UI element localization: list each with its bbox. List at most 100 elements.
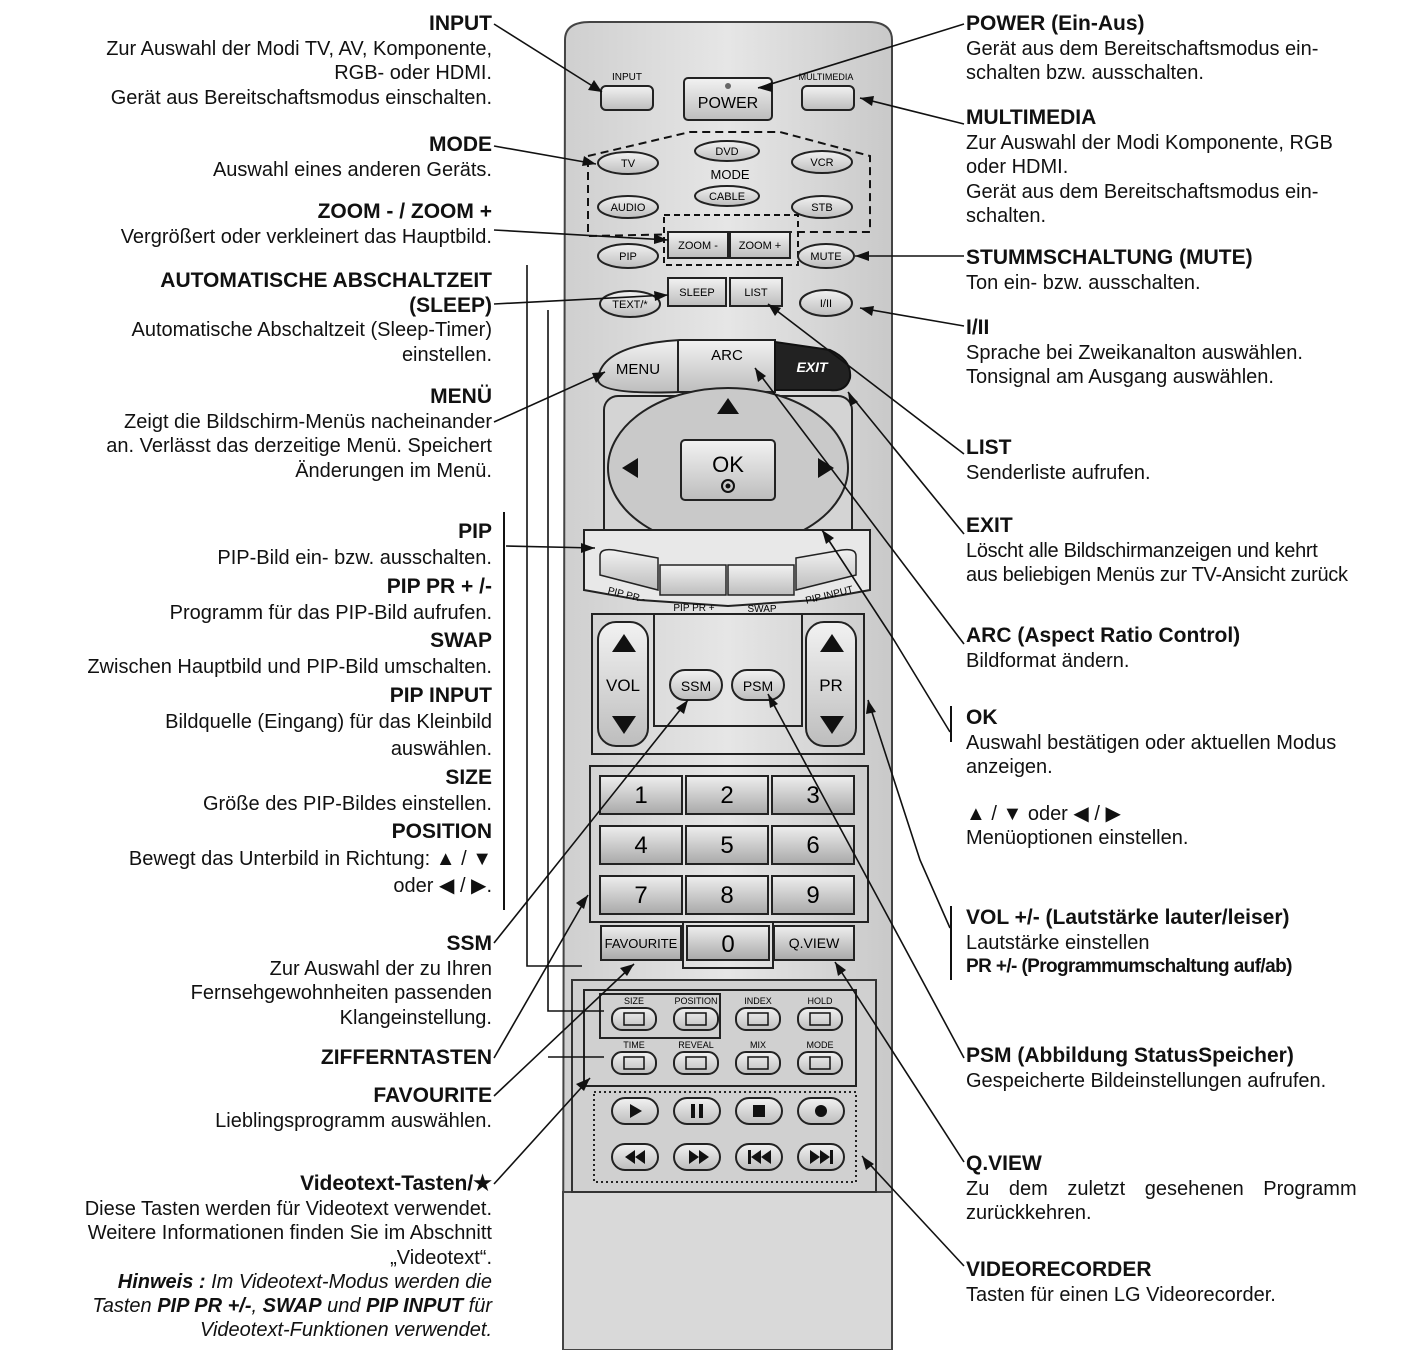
digit-0-button[interactable]: 0 [686,925,770,961]
play-button[interactable] [611,1097,659,1125]
audio-button[interactable]: AUDIO [597,195,659,219]
teletext-reveal-button[interactable]: REVEAL [673,1040,719,1075]
i-ii-button[interactable]: I/II [799,289,853,317]
pippr-title: PIP PR + /- [386,574,492,598]
digit-3-button[interactable]: 3 [771,775,855,815]
size-desc: Größe des PIP-Bildes einstellen. [202,792,492,815]
digit-6-button[interactable]: 6 [771,825,855,865]
record-button[interactable] [797,1097,845,1125]
up-arrow-icon[interactable] [717,398,739,414]
teletext-index-button[interactable]: INDEX [735,996,781,1031]
menu-button[interactable]: MENU [616,361,660,378]
swap-button[interactable]: SWAP [727,564,795,615]
zoom-title: ZOOM - / ZOOM + [317,200,492,223]
mute-button[interactable]: MUTE [797,243,855,269]
sleep-label: SLEEP [679,287,714,299]
right-arrow-icon[interactable] [818,458,834,478]
teletext-time-label: TIME [623,1040,645,1050]
left-arrow-icon[interactable] [622,458,638,478]
zoom-annotation: ZOOM - / ZOOM + Vergrößert oder verklein… [2,200,492,249]
play-icon [630,1104,642,1118]
digit-9-button[interactable]: 9 [771,875,855,915]
vol-rocker[interactable]: VOL [597,621,649,747]
digit-5-button[interactable]: 5 [685,825,769,865]
note-e: für Videotext-Funktionen verwendet. [199,1295,492,1341]
teletext-hold-label: HOLD [807,996,833,1006]
power-button[interactable]: POWER [683,77,773,121]
teletext-size-button[interactable]: SIZE [611,996,657,1031]
exit-button[interactable]: EXIT [774,340,852,392]
vcr-button[interactable]: VCR [791,150,853,174]
psm-desc: Gespeicherte Bildeinstellungen aufrufen. [966,1069,1327,1092]
stb-label: STB [811,202,832,214]
digit-4-button[interactable]: 4 [599,825,683,865]
note-b3: PIP INPUT [366,1295,464,1317]
teletext-position-button[interactable]: POSITION [673,996,719,1031]
vol-label: VOL [606,676,640,695]
tv-button[interactable]: TV [597,151,659,175]
i-ii-label: I/II [820,298,832,310]
dvd-button[interactable]: DVD [694,140,760,162]
psm-title: PSM (Abbildung StatusSpeicher) [966,1044,1294,1067]
teletext-hold-button[interactable]: HOLD [797,996,843,1031]
zoom-minus-label: ZOOM - [678,240,718,252]
text-button[interactable]: TEXT/* [599,290,661,318]
pip-button[interactable]: PIP [597,243,659,269]
digit-8-button[interactable]: 8 [685,875,769,915]
stop-button[interactable] [735,1097,783,1125]
psm-button[interactable]: PSM [731,669,785,701]
dvd-label: DVD [715,146,738,158]
zoom-plus-label: ZOOM + [739,240,781,252]
cable-button[interactable]: CABLE [694,185,760,207]
teletext-page-icon [623,1012,645,1026]
digit-7-label: 7 [634,882,647,909]
power-desc: Gerät aus dem Bereitschaftsmodus ein- sc… [966,37,1319,85]
zoom-plus-button[interactable]: ZOOM + [729,231,791,259]
rewind-button[interactable] [611,1143,659,1171]
teletext-mode-button[interactable]: MODE [797,1040,843,1075]
videotext-note: Hinweis : Im Videotext-Modus werden die … [0,1270,492,1342]
power-title: POWER (Ein-Aus) [966,12,1145,35]
vcr-area [593,1091,857,1183]
teletext-reveal-label: REVEAL [678,1040,714,1050]
input-button[interactable]: INPUT [600,72,654,111]
digit-1-button[interactable]: 1 [599,775,683,815]
ok-button[interactable]: OK [680,439,776,501]
pip-title: PIP [458,520,492,543]
stb-button[interactable]: STB [791,195,853,219]
teletext-time-button[interactable]: TIME [611,1040,657,1075]
skip-back-button[interactable] [735,1143,783,1171]
arc-button[interactable]: ARC [711,347,743,364]
i-ii-title: I/II [966,316,990,339]
cable-label: CABLE [709,191,745,203]
mute-desc: Ton ein- bzw. ausschalten. [966,271,1201,294]
digit-2-button[interactable]: 2 [685,775,769,815]
videotext-title: Videotext-Tasten/★ [300,1172,492,1195]
remote-bottom [562,1191,893,1350]
sleep-button[interactable]: SLEEP [667,277,727,307]
swap-desc: Zwischen Hauptbild und PIP-Bild umschalt… [87,656,492,679]
fast-forward-button[interactable] [673,1143,721,1171]
pr-rocker[interactable]: PR [805,621,857,747]
qview-button[interactable]: Q.VIEW [773,925,855,961]
favourite-button[interactable]: FAVOURITE [600,925,682,961]
ok-desc: Auswahl bestätigen oder aktuellen Modus … [966,731,1337,779]
multimedia-button[interactable]: MULTIMEDIA [799,72,855,111]
text-label: TEXT/* [612,299,648,311]
zoom-minus-button[interactable]: ZOOM - [667,231,729,259]
exit-title: EXIT [966,514,1013,537]
multimedia-annotation: MULTIMEDIA Zur Auswahl der Modi Komponen… [966,106,1420,229]
pip-pr-plus-button[interactable]: PIP PR + [659,564,727,614]
list-button[interactable]: LIST [729,277,783,307]
ssm-title: SSM [446,932,492,955]
skip-forward-button[interactable] [797,1143,845,1171]
menu-title: MENÜ [430,385,492,408]
ssm-button[interactable]: SSM [669,669,723,701]
digit-7-button[interactable]: 7 [599,875,683,915]
pause-button[interactable] [673,1097,721,1125]
teletext-mix-button[interactable]: MIX [735,1040,781,1075]
list-title: LIST [966,436,1012,459]
favourite-label: FAVOURITE [605,936,678,951]
qview-title: Q.VIEW [966,1152,1042,1175]
sleep-annotation: AUTOMATISCHE ABSCHALTZEIT (SLEEP) Automa… [2,269,492,367]
